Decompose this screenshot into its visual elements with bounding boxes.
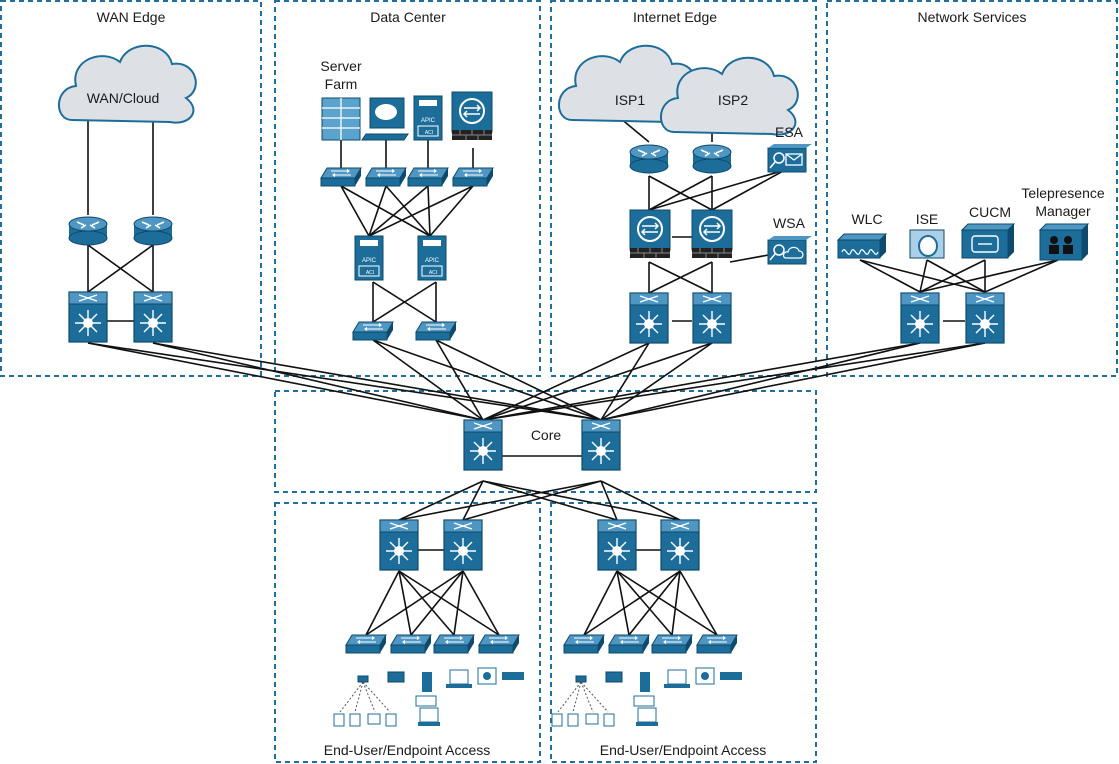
wan-edge-devices: WAN/Cloud [57, 44, 197, 343]
server-farm-label-2: Farm [325, 76, 358, 92]
leaf-switch-4 [452, 167, 494, 187]
zone-title-access-left: End-User/Endpoint Access [324, 742, 491, 758]
zone-network-services [826, 0, 1118, 377]
wlc-icon [836, 233, 888, 259]
access-left-distribution-1 [379, 519, 419, 571]
access-left-switch-3 [433, 634, 475, 654]
access-left-distribution-2 [443, 519, 483, 571]
zone-access-right [550, 502, 817, 763]
internet-distribution-switch-1 [629, 292, 669, 344]
apic-controller-1 [354, 235, 384, 281]
telepresence-label-2: Manager [1035, 203, 1091, 219]
wan-cloud-label: WAN/Cloud [87, 90, 160, 106]
zone-title-internet-edge: Internet Edge [633, 9, 717, 25]
esa-appliance-icon [767, 144, 812, 173]
apic-server-top [413, 95, 443, 141]
internet-edge-devices: ISP1 ISP2 ESA WSA [557, 44, 812, 344]
zone-wan-edge [0, 0, 262, 377]
leaf-switch-1 [320, 167, 362, 187]
access-left-devices [333, 519, 525, 727]
access-right-switch-4 [696, 634, 738, 654]
wan-cloud [57, 44, 197, 124]
access-right-distribution-1 [597, 519, 637, 571]
wsa-appliance-icon [767, 236, 812, 265]
server-farm-icon [321, 97, 361, 141]
zone-internet-edge [550, 0, 817, 377]
core-switch-1 [463, 419, 503, 471]
internet-firewall-1 [629, 209, 671, 259]
spine-switch-2 [415, 321, 457, 341]
telepresence-label-1: Telepresence [1021, 185, 1104, 201]
internet-firewall-2 [691, 209, 733, 259]
access-left-switch-4 [478, 634, 520, 654]
access-left-endpoints [333, 667, 525, 727]
zone-title-access-right: End-User/Endpoint Access [600, 742, 767, 758]
internet-distribution-switch-2 [692, 292, 732, 344]
zone-titles: WAN Edge Data Center Internet Edge Netwo… [97, 9, 1027, 758]
zone-title-network-services: Network Services [918, 9, 1027, 25]
services-distribution-switch-2 [965, 292, 1005, 344]
wan-router-2 [133, 216, 173, 246]
access-left-switch-2 [390, 634, 432, 654]
core-devices: Core [463, 419, 621, 471]
zone-title-wan-edge: WAN Edge [97, 9, 166, 25]
spine-switch-1 [352, 321, 394, 341]
isp2-label: ISP2 [718, 92, 749, 108]
data-center-firewall [451, 91, 493, 141]
workstation-icon [361, 97, 409, 141]
wsa-label: WSA [773, 215, 806, 231]
access-right-distribution-2 [660, 519, 700, 571]
zone-access-left [274, 502, 541, 763]
data-center-devices: Server Farm [320, 58, 494, 341]
cucm-label: CUCM [969, 204, 1011, 220]
access-right-switch-3 [651, 634, 693, 654]
access-left-switch-1 [345, 634, 387, 654]
leaf-switch-3 [407, 167, 449, 187]
isp2-router [692, 144, 732, 174]
wan-distribution-switch-2 [133, 291, 173, 343]
leaf-switch-2 [365, 167, 407, 187]
ise-label: ISE [916, 211, 939, 227]
zone-title-data-center: Data Center [370, 9, 446, 25]
isp1-label: ISP1 [615, 92, 646, 108]
telepresence-manager-icon [1038, 223, 1090, 261]
core-zone-label: Core [531, 427, 562, 443]
isp1-router [629, 144, 669, 174]
network-services-devices: WLC ISE CUCM Telepresence Manager [836, 185, 1105, 344]
zone-data-center [274, 0, 541, 377]
server-farm-label-1: Server [320, 58, 362, 74]
esa-label: ESA [775, 124, 804, 140]
access-right-endpoints [551, 667, 743, 727]
cucm-icon [960, 223, 1016, 259]
ise-icon [909, 229, 945, 259]
links [87, 110, 1059, 636]
services-distribution-switch-1 [900, 292, 940, 344]
wan-distribution-switch-1 [68, 291, 108, 343]
access-right-switch-2 [608, 634, 650, 654]
apic-controller-2 [417, 235, 447, 281]
core-switch-2 [581, 419, 621, 471]
wan-router-1 [68, 216, 108, 246]
access-right-switch-1 [563, 634, 605, 654]
wlc-label: WLC [851, 211, 882, 227]
access-right-devices [551, 519, 743, 727]
